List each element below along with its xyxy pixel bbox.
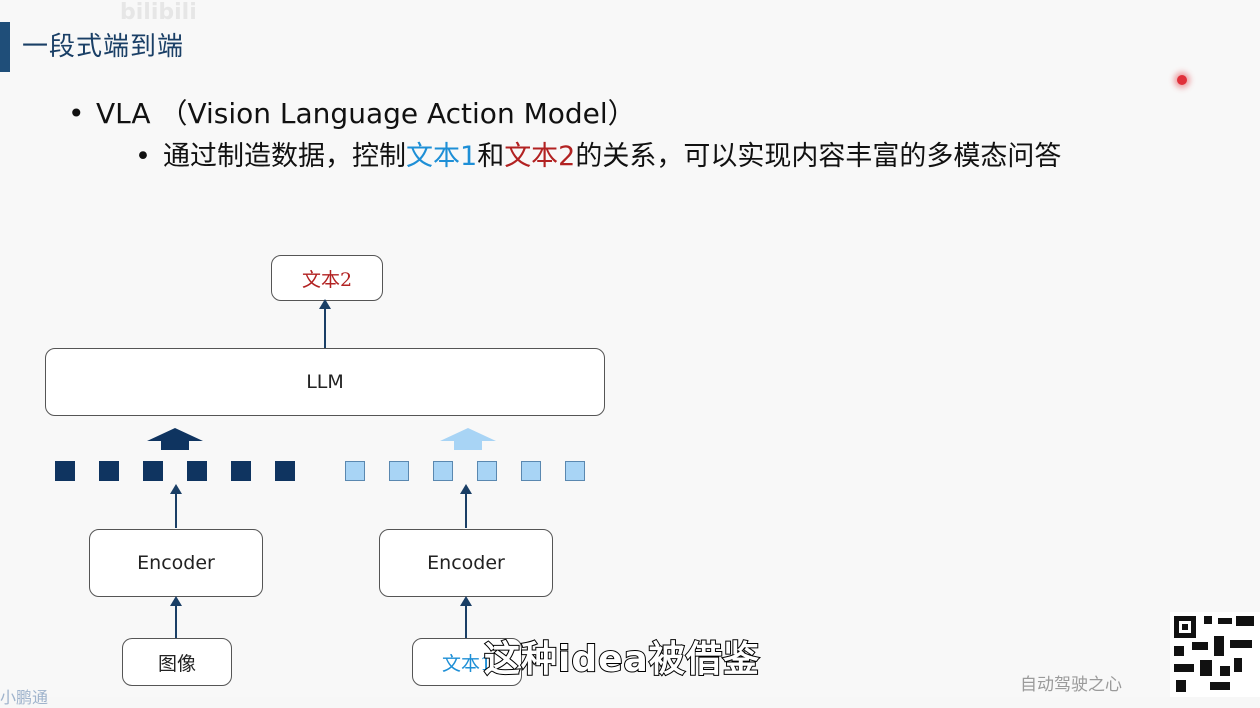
arrow-head-output [319,299,331,309]
slide-title: 一段式端到端 [22,32,185,62]
text-token [389,461,409,481]
right-encoder-box: Encoder [379,529,553,597]
bullet-dot: • [135,141,151,172]
arrow-head-left-tokens [170,484,182,494]
bullet-level2-part2: 的关系，可以实现内容丰富的多模态问答 [575,141,1062,172]
text-token [433,461,453,481]
text-token [521,461,541,481]
dark-up-arrow-icon [147,428,203,450]
llm-box: LLM [45,348,605,416]
bullet-level2: • 通过制造数据，控制文本1和文本2的关系，可以实现内容丰富的多模态问答 [135,134,1061,173]
arrow-head-text [460,596,472,606]
bullet-level1: • VLA （Vision Language Action Model） [68,92,636,132]
image-token [231,461,251,481]
text-token [477,461,497,481]
video-subtitle: 这种idea被借鉴 [483,638,760,681]
text-token [345,461,365,481]
bullet-and: 和 [477,141,505,172]
output-text2-box: 文本2 [271,255,383,301]
bottom-left-watermark: 小鹏通 [0,688,49,707]
arrow-head-image [170,596,182,606]
image-token [275,461,295,481]
image-token [187,461,207,481]
bullet-level2-part1: 通过制造数据，控制 [163,141,406,172]
title-accent-bar [0,22,10,72]
bullet-dot: • [68,97,85,130]
bottom-right-watermark: 自动驾驶之心 [1020,675,1122,695]
bullet-level1-text: VLA （Vision Language Action Model） [96,97,636,130]
arrow-image-to-encoder [175,604,177,638]
arrow-encoder-left-to-tokens [175,492,177,528]
image-input-box: 图像 [122,638,232,686]
left-encoder-box: Encoder [89,529,263,597]
arrow-text-to-encoder [465,604,467,638]
bullet-text2-highlight: 文本2 [504,141,576,172]
arrow-llm-to-output [324,308,326,348]
image-token [55,461,75,481]
bilibili-watermark: bilibili [120,0,197,25]
arrow-head-right-tokens [460,484,472,494]
image-token [99,461,119,481]
text-token [565,461,585,481]
bullet-text1-highlight: 文本1 [406,141,478,172]
arrow-encoder-right-to-tokens [465,492,467,528]
qr-code-icon [1170,612,1260,697]
image-token [143,461,163,481]
text1-input-box: 文本1 [412,638,522,686]
laser-pointer [1177,75,1187,85]
light-up-arrow-icon [440,428,496,450]
